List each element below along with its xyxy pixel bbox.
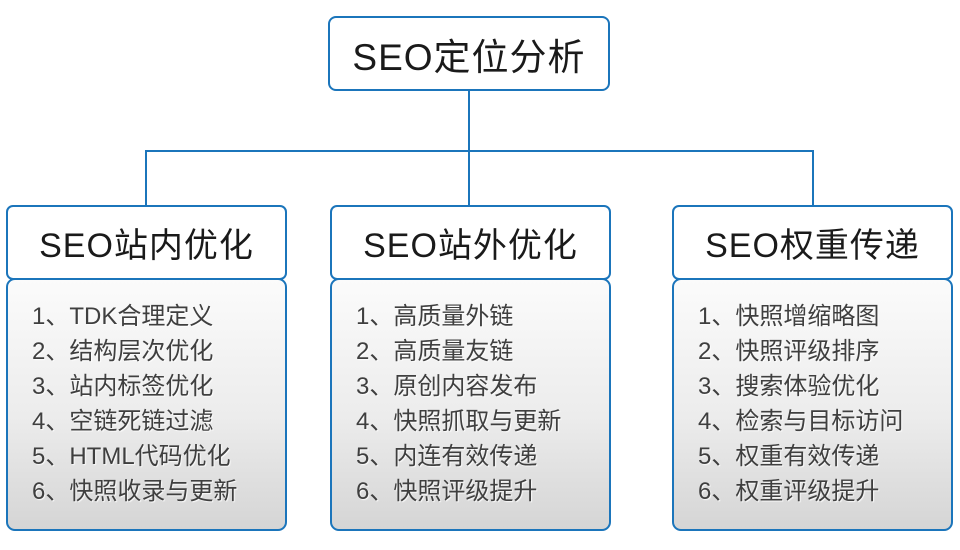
- connector-horizontal: [145, 150, 814, 152]
- list-item: 1、TDK合理定义: [32, 303, 214, 330]
- branch-offsite-header: SEO站外优化: [330, 205, 611, 280]
- list-item: 4、快照抓取与更新: [356, 408, 562, 435]
- list-item: 2、快照评级排序: [698, 338, 880, 365]
- list-item: 6、快照评级提升: [356, 478, 538, 505]
- list-item: 4、检索与目标访问: [698, 408, 904, 435]
- list-item: 5、HTML代码优化: [32, 443, 231, 470]
- branch-weight-transfer: SEO权重传递 1、快照增缩略图 2、快照评级排序 3、搜索体验优化 4、检索与…: [672, 205, 953, 531]
- list-item: 2、结构层次优化: [32, 338, 214, 365]
- connector-middle-vertical: [468, 150, 470, 207]
- list-item: 6、权重评级提升: [698, 478, 880, 505]
- list-item: 1、高质量外链: [356, 303, 514, 330]
- connector-root-vertical: [468, 89, 470, 151]
- root-node: SEO定位分析: [328, 16, 610, 91]
- branch-offsite-title: SEO站外优化: [363, 227, 578, 265]
- connector-left-vertical: [145, 150, 147, 207]
- branch-onsite-optimization: SEO站内优化 1、TDK合理定义 2、结构层次优化 3、站内标签优化 4、空链…: [6, 205, 287, 531]
- branch-onsite-header: SEO站内优化: [6, 205, 287, 280]
- branch-weight-list: 1、快照增缩略图 2、快照评级排序 3、搜索体验优化 4、检索与目标访问 5、权…: [672, 278, 953, 531]
- branch-weight-header: SEO权重传递: [672, 205, 953, 280]
- list-item: 3、站内标签优化: [32, 373, 214, 400]
- root-node-label: SEO定位分析: [352, 36, 586, 78]
- list-item: 3、原创内容发布: [356, 373, 538, 400]
- branch-offsite-list: 1、高质量外链 2、高质量友链 3、原创内容发布 4、快照抓取与更新 5、内连有…: [330, 278, 611, 531]
- branch-weight-title: SEO权重传递: [705, 227, 920, 265]
- list-item: 4、空链死链过滤: [32, 408, 214, 435]
- branch-offsite-optimization: SEO站外优化 1、高质量外链 2、高质量友链 3、原创内容发布 4、快照抓取与…: [330, 205, 611, 531]
- list-item: 3、搜索体验优化: [698, 373, 880, 400]
- list-item: 5、权重有效传递: [698, 443, 880, 470]
- list-item: 5、内连有效传递: [356, 443, 538, 470]
- list-item: 2、高质量友链: [356, 338, 514, 365]
- list-item: 1、快照增缩略图: [698, 303, 880, 330]
- branch-onsite-list: 1、TDK合理定义 2、结构层次优化 3、站内标签优化 4、空链死链过滤 5、H…: [6, 278, 287, 531]
- list-item: 6、快照收录与更新: [32, 478, 238, 505]
- connector-right-vertical: [812, 150, 814, 207]
- branch-onsite-title: SEO站内优化: [39, 227, 254, 265]
